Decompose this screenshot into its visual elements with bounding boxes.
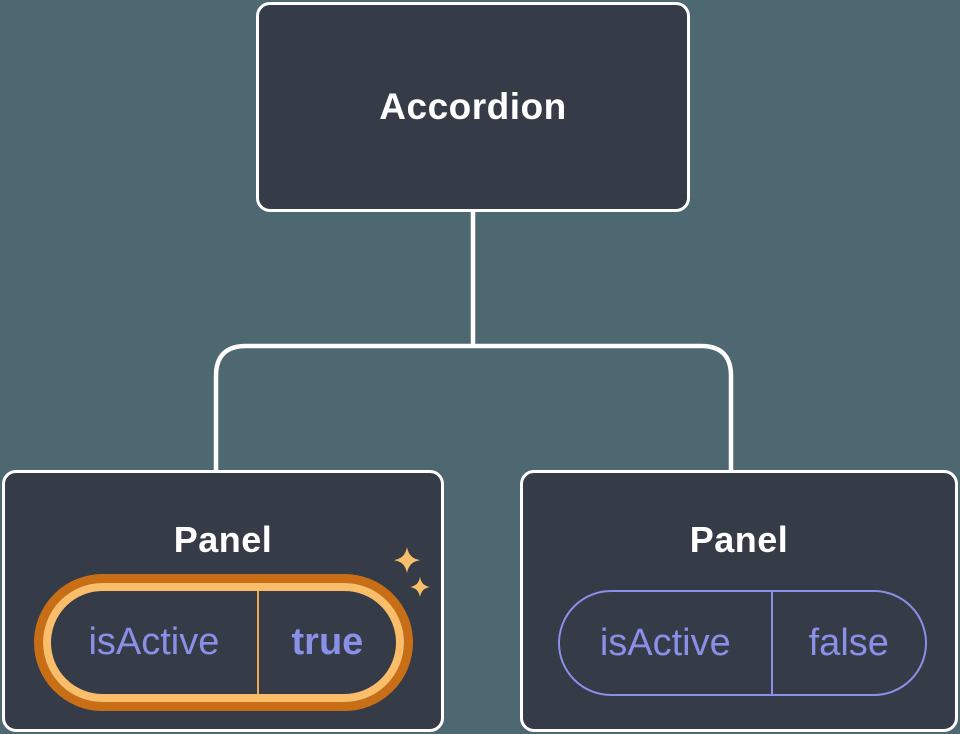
state-pill-inactive: isActive false — [558, 590, 927, 696]
pill-divider — [256, 591, 259, 694]
panel-node-label: Panel — [173, 519, 273, 560]
prop-value-label: false — [808, 621, 889, 664]
panel-node-label: Panel — [689, 519, 789, 560]
accordion-node: Accordion — [256, 2, 690, 212]
pill-divider — [770, 592, 773, 694]
panel-node-inactive: Panel isActive false — [520, 470, 958, 732]
accordion-node-label: Accordion — [379, 86, 567, 127]
prop-name-label: isActive — [599, 621, 731, 664]
prop-name-label: isActive — [88, 621, 220, 663]
prop-value-label: true — [291, 621, 364, 663]
panel-node-active: Panel isActive true — [2, 470, 444, 732]
state-pill-active: isActive true — [34, 574, 413, 711]
